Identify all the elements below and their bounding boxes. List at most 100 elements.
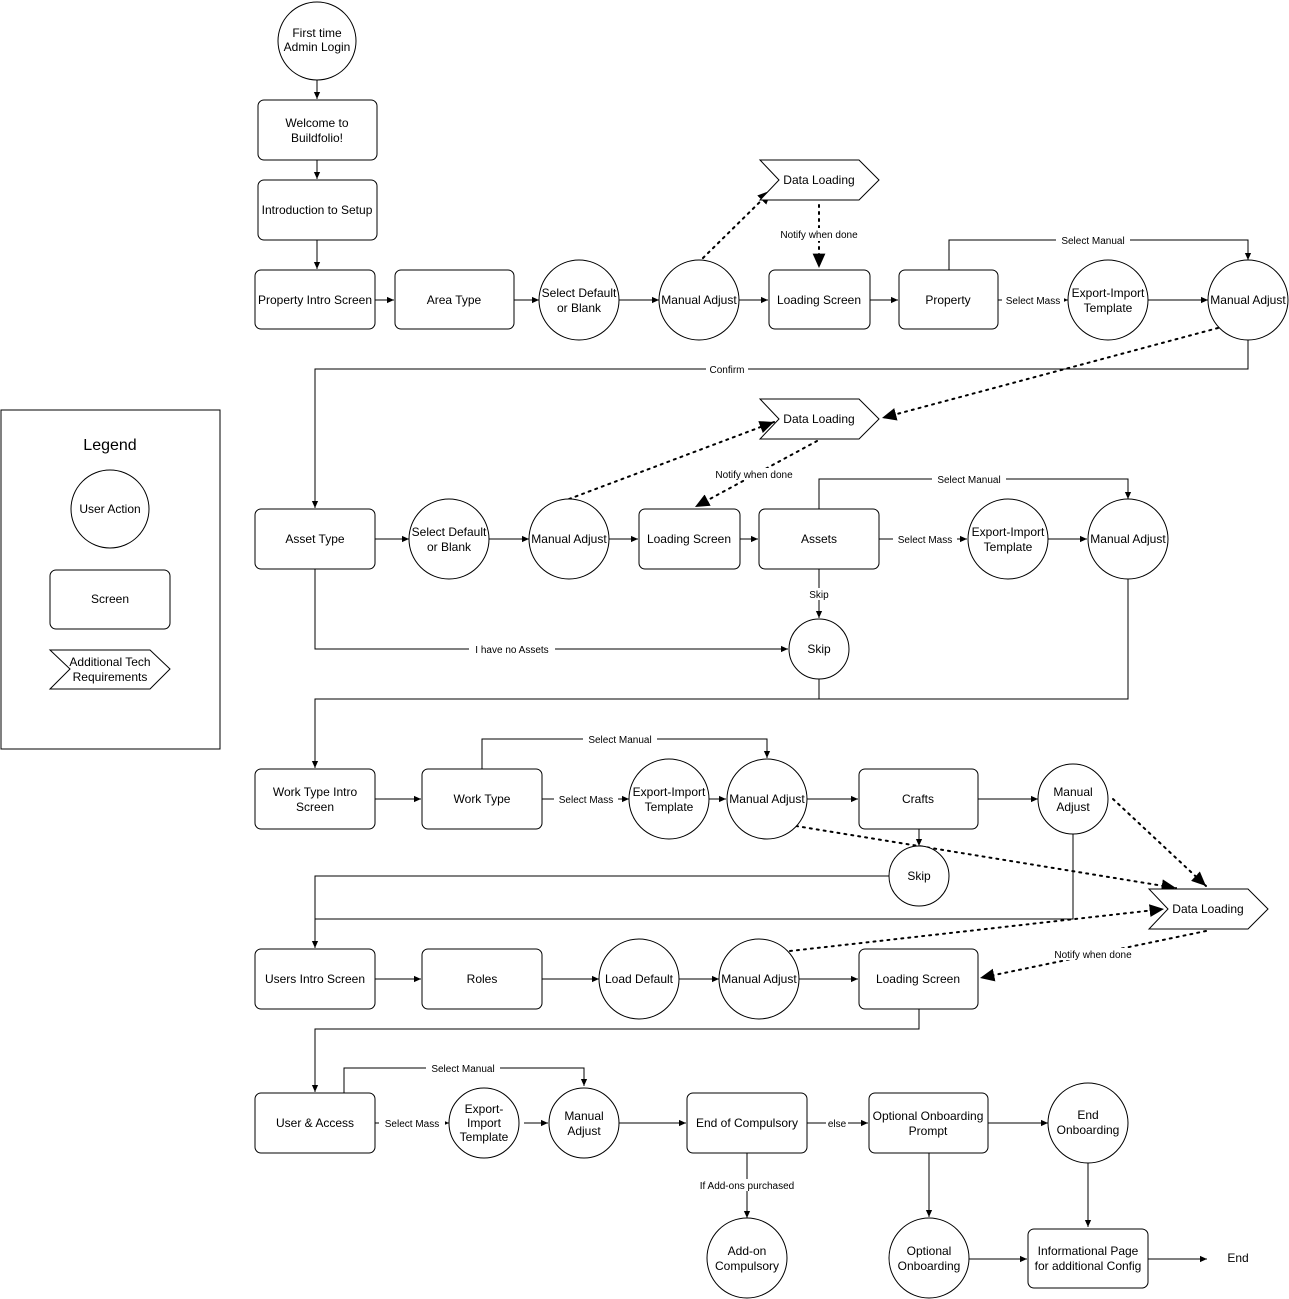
node-loading-screen-3: Loading Screen (858, 948, 979, 1010)
svg-text:Admin Login: Admin Login (284, 40, 351, 54)
node-asset-type: Asset Type (254, 508, 376, 570)
node-manual-adjust-5: Manual Adjust (726, 758, 808, 840)
edge-manual4-worktype-intro (311, 579, 1129, 768)
svg-text:End: End (1077, 1108, 1098, 1122)
svg-text:Roles: Roles (467, 972, 498, 986)
node-manual-adjust-6: Manual Adjust (1037, 763, 1109, 835)
legend-tech-label-1: Additional Tech (69, 655, 150, 669)
edges (311, 80, 1252, 1263)
svg-text:Adjust: Adjust (1056, 800, 1090, 814)
svg-text:Property Intro Screen: Property Intro Screen (258, 293, 372, 307)
svg-text:Welcome to: Welcome to (285, 116, 348, 130)
edge-label-notify-3: Notify when done (1054, 950, 1132, 961)
svg-text:Import: Import (467, 1116, 502, 1130)
legend-tech-label-2: Requirements (73, 670, 148, 684)
svg-text:Users Intro Screen: Users Intro Screen (265, 972, 365, 986)
svg-text:Data Loading: Data Loading (783, 173, 854, 187)
svg-text:Compulsory: Compulsory (715, 1259, 779, 1273)
node-manual-adjust-2: Manual Adjust (1207, 259, 1289, 341)
edge-dotted-manual6-dataloading3 (1112, 798, 1207, 887)
node-optional-prompt: Optional Onboarding Prompt (868, 1092, 989, 1154)
svg-text:Data Loading: Data Loading (783, 412, 854, 426)
edge-assettype-skip-no-assets (314, 569, 788, 653)
svg-text:Loading Screen: Loading Screen (876, 972, 960, 986)
edge-dotted-manual7-dataloading3 (789, 904, 1165, 952)
svg-text:End of Compulsory: End of Compulsory (696, 1116, 798, 1130)
node-user-access: User & Access (254, 1092, 376, 1154)
svg-text:Manual: Manual (564, 1109, 603, 1123)
node-manual-adjust-3: Manual Adjust (528, 498, 610, 580)
edge-loading3-user-access (311, 1009, 920, 1092)
edge-label-select-manual-4: Select Manual (431, 1064, 494, 1075)
edge-label-select-manual-3: Select Manual (588, 735, 651, 746)
nodes: First time Admin Login Welcome to Buildf… (254, 1, 1289, 1299)
svg-text:Manual: Manual (1053, 785, 1092, 799)
node-load-default: Load Default (598, 938, 680, 1020)
node-welcome: Welcome to Buildfolio! (257, 99, 378, 161)
node-end-onboarding: End Onboarding (1047, 1082, 1129, 1164)
edge-dotted-manual2-dataloading2 (881, 327, 1219, 421)
svg-text:Prompt: Prompt (909, 1124, 948, 1138)
node-data-loading-1: Data Loading (758, 159, 880, 201)
edge-skip2-users-intro (311, 875, 889, 948)
svg-text:Data Loading: Data Loading (1172, 902, 1243, 916)
svg-text:Skip: Skip (807, 642, 831, 656)
edge-label-else: else (828, 1119, 847, 1130)
svg-text:Template: Template (1084, 301, 1133, 315)
edge-label-skip: Skip (809, 590, 829, 601)
node-export-import-1: Export-Import Template (1067, 259, 1149, 341)
edge-label-select-manual-1: Select Manual (1061, 236, 1124, 247)
svg-text:Export-: Export- (465, 1102, 504, 1116)
edge-manual6-users-intro (315, 834, 1074, 920)
edge-label-no-assets: I have no Assets (475, 645, 548, 656)
svg-text:Export-Import: Export-Import (972, 525, 1045, 539)
svg-text:Work Type Intro: Work Type Intro (273, 785, 358, 799)
svg-text:Manual Adjust: Manual Adjust (1090, 532, 1166, 546)
svg-text:Manual Adjust: Manual Adjust (729, 792, 805, 806)
svg-text:Skip: Skip (907, 869, 931, 883)
svg-text:Adjust: Adjust (567, 1124, 601, 1138)
legend-tech-shape (48, 649, 171, 690)
node-work-type: Work Type (421, 768, 543, 830)
node-export-import-2: Export-Import Template (967, 498, 1049, 580)
node-users-intro: Users Intro Screen (254, 948, 376, 1010)
node-crafts: Crafts (858, 768, 979, 830)
svg-text:Loading Screen: Loading Screen (777, 293, 861, 307)
edge-dotted-manual5-dataloading3 (795, 825, 1177, 892)
node-manual-adjust-1: Manual Adjust (658, 259, 740, 341)
node-manual-adjust-7: Manual Adjust (718, 938, 800, 1020)
node-loading-screen-1: Loading Screen (768, 269, 871, 330)
svg-text:or Blank: or Blank (557, 301, 602, 315)
edge-dotted-manual-dataloading1 (702, 189, 773, 259)
svg-text:Template: Template (984, 540, 1033, 554)
node-intro-setup: Introduction to Setup (257, 179, 378, 241)
node-export-import-3: Export-Import Template (628, 758, 710, 840)
node-info-page: Informational Page for additional Config (1027, 1228, 1149, 1289)
svg-text:Load Default: Load Default (605, 972, 674, 986)
legend-screen-label: Screen (91, 592, 129, 606)
svg-text:Screen: Screen (296, 800, 334, 814)
node-first-login: First time Admin Login (277, 1, 357, 81)
svg-text:End: End (1227, 1251, 1248, 1265)
node-loading-screen-2: Loading Screen (638, 508, 741, 570)
node-manual-adjust-8: Manual Adjust (548, 1087, 620, 1159)
svg-text:or Blank: or Blank (427, 540, 472, 554)
node-end-compulsory: End of Compulsory (686, 1092, 808, 1154)
node-select-default-1: Select Default or Blank (538, 259, 620, 341)
svg-text:Export-Import: Export-Import (1072, 286, 1145, 300)
svg-text:Buildfolio!: Buildfolio! (291, 131, 343, 145)
edge-label-addons: If Add-ons purchased (700, 1181, 795, 1192)
svg-text:Informational Page: Informational Page (1038, 1244, 1139, 1258)
node-skip-1: Skip (788, 618, 850, 680)
edge-label-select-mass-3: Select Mass (559, 795, 613, 806)
svg-text:Manual Adjust: Manual Adjust (721, 972, 797, 986)
node-area-type: Area Type (394, 269, 515, 330)
svg-text:Onboarding: Onboarding (1057, 1123, 1120, 1137)
edge-label-notify-1: Notify when done (780, 230, 858, 241)
svg-text:Onboarding: Onboarding (898, 1259, 961, 1273)
node-end: End (1227, 1251, 1248, 1265)
svg-text:Asset Type: Asset Type (285, 532, 344, 546)
node-select-default-2: Select Default or Blank (408, 498, 490, 580)
node-data-loading-3: Data Loading (1147, 888, 1269, 930)
